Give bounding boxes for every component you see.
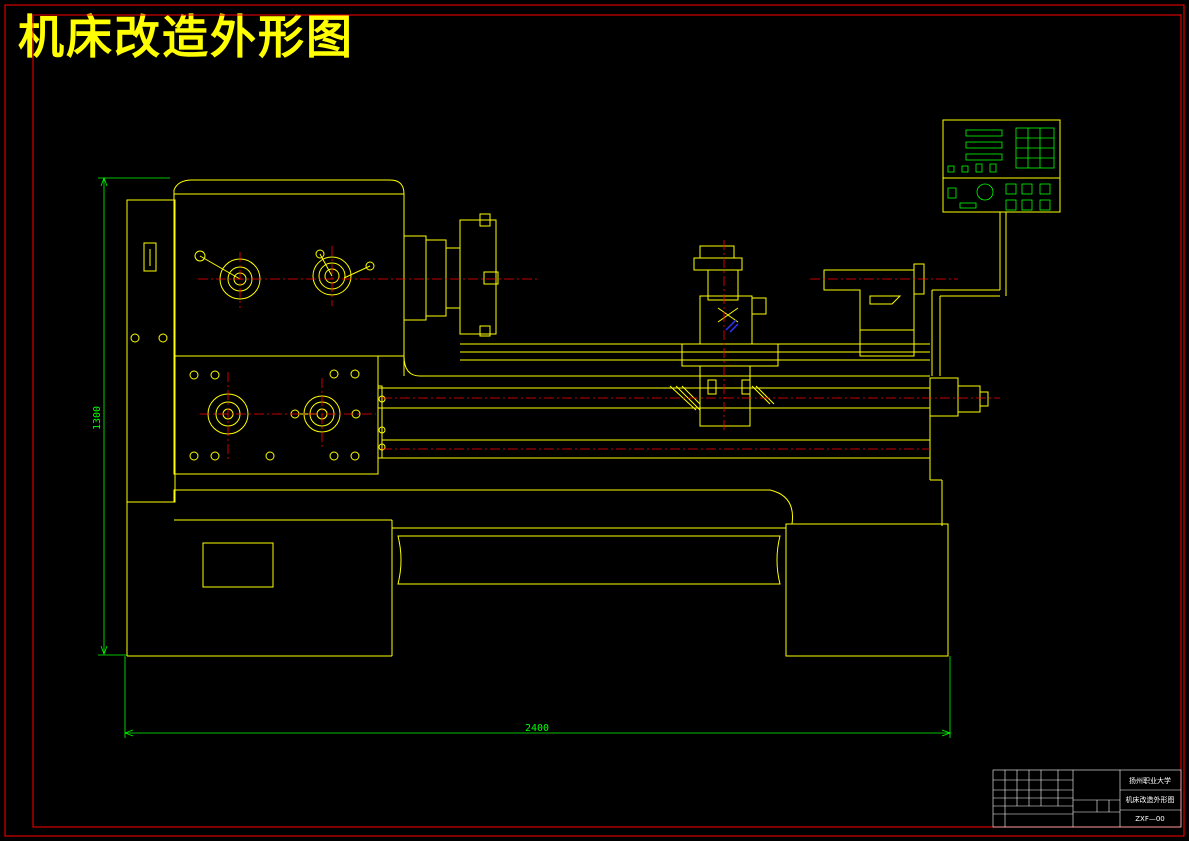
title-block-school: 扬州职业大学 <box>1129 776 1171 785</box>
title-block <box>992 769 1182 828</box>
drawing-title: 机床改造外形图 <box>18 10 354 64</box>
dim-width-label: 2400 <box>525 723 549 734</box>
dimension-lines <box>98 176 952 738</box>
sheet-frame <box>4 4 1185 837</box>
dim-height-label: 1300 <box>92 406 103 430</box>
centerlines <box>198 240 1000 462</box>
cnc-control-panel <box>947 127 1055 211</box>
section-hatch <box>725 319 739 333</box>
title-block-drawing-number: ZXF—00 <box>1135 815 1165 823</box>
title-block-drawing-name: 机床改造外形图 <box>1126 795 1175 804</box>
lathe-outline <box>126 119 1061 657</box>
